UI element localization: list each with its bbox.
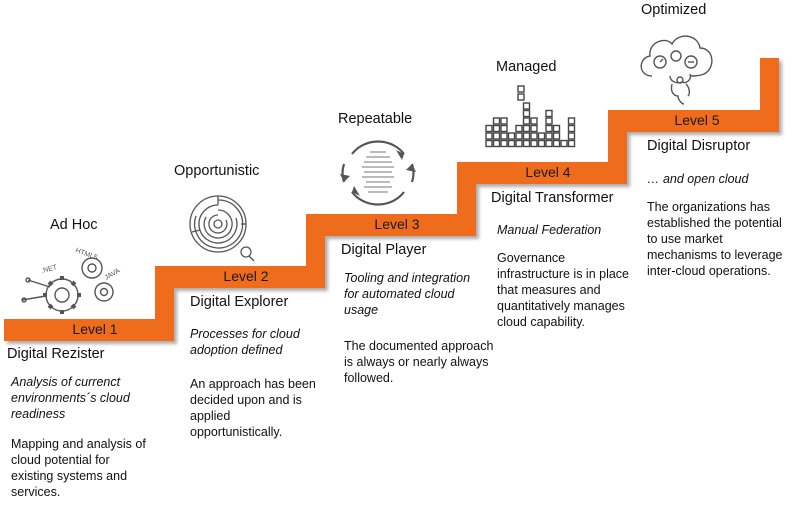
stage-name-4: Digital Transformer: [491, 190, 614, 206]
focus-3: Tooling and integration for automated cl…: [344, 271, 471, 317]
gears-icon: .NET HTML5 JAVA: [21, 247, 122, 314]
chart-square: [485, 139, 493, 148]
chart-square: [492, 139, 501, 148]
chart-square: [500, 117, 508, 125]
chart-square: [522, 102, 531, 110]
chart-square: [507, 139, 516, 148]
chart-square: [522, 124, 531, 133]
chart-square: [485, 132, 493, 140]
focus-4: Manual Federation: [497, 223, 602, 237]
chart-square: [515, 132, 523, 140]
chart-square: [522, 139, 531, 148]
level-4-label: Level 4: [525, 164, 571, 180]
chart-square: [522, 109, 531, 118]
gear-label-java: JAVA: [104, 267, 122, 281]
chart-square: [485, 124, 493, 133]
maze-icon: [189, 195, 255, 262]
chart-square: [530, 117, 538, 125]
gear-label-net: .NET: [41, 264, 59, 275]
chart-square: [507, 132, 516, 140]
maturity-3: Repeatable: [338, 111, 413, 127]
chart-square: [492, 132, 501, 140]
description-1: Mapping and analysis of cloud potential …: [11, 437, 146, 499]
cycle-arrows-icon: [340, 140, 416, 206]
stage-name-3: Digital Player: [341, 242, 427, 258]
bar-chart-icon: [485, 85, 576, 148]
focus-5: … and open cloud: [647, 172, 749, 186]
chart-square: [552, 139, 561, 148]
chart-square: [492, 124, 501, 133]
chart-square: [500, 139, 508, 148]
chart-square: [567, 124, 576, 133]
chart-square: [522, 117, 531, 125]
chart-square: [537, 139, 546, 148]
chart-square: [567, 132, 576, 140]
chart-square: [500, 124, 508, 133]
chart-square: [545, 132, 553, 140]
step-5: [608, 110, 778, 132]
chart-square: [530, 139, 538, 148]
stage-name-2: Digital Explorer: [190, 294, 289, 310]
description-3: The documented approach is always or nea…: [344, 339, 494, 385]
chart-square: [567, 117, 576, 125]
description-2: An approach has been decided upon and is…: [190, 377, 316, 439]
maturity-2: Opportunistic: [174, 163, 260, 179]
chart-square: [517, 85, 525, 93]
description-4: Governance infrastructure is in place th…: [497, 251, 630, 329]
step-1: [4, 319, 174, 341]
stage-name-5: Digital Disruptor: [647, 138, 751, 154]
focus-1: Analysis of currenct environments´s clou…: [11, 375, 130, 421]
maturity-5: Optimized: [641, 2, 707, 18]
maturity-1: Ad Hoc: [50, 217, 98, 233]
chart-square: [537, 132, 546, 140]
chart-square: [552, 124, 561, 133]
step-4: [457, 162, 627, 184]
step-2: [155, 266, 325, 288]
chart-square: [492, 117, 501, 125]
focus-2: Processes for cloud adoption defined: [190, 327, 300, 357]
chart-square: [517, 93, 525, 101]
description-5: The organizations has established the po…: [647, 200, 783, 278]
chart-square: [545, 139, 553, 148]
chart-square: [530, 132, 538, 140]
level-1-label: Level 1: [72, 321, 118, 337]
chart-square: [515, 124, 523, 133]
chart-square: [522, 132, 531, 140]
cloud-head-icon: [640, 35, 713, 105]
chart-square: [545, 124, 553, 133]
chart-square: [545, 117, 553, 125]
chart-square: [545, 109, 553, 118]
level-2-label: Level 2: [223, 268, 269, 284]
chart-square: [515, 139, 523, 148]
chart-square: [530, 124, 538, 133]
level-3-label: Level 3: [374, 216, 420, 232]
chart-square: [500, 132, 508, 140]
chart-square: [567, 139, 576, 148]
level-5-label: Level 5: [674, 112, 720, 128]
maturity-4: Managed: [496, 59, 557, 75]
chart-square: [552, 132, 561, 140]
riser-5: [760, 58, 779, 132]
step-3: [306, 214, 476, 236]
stage-name-1: Digital Rezister: [7, 346, 105, 362]
chart-square: [560, 139, 568, 148]
